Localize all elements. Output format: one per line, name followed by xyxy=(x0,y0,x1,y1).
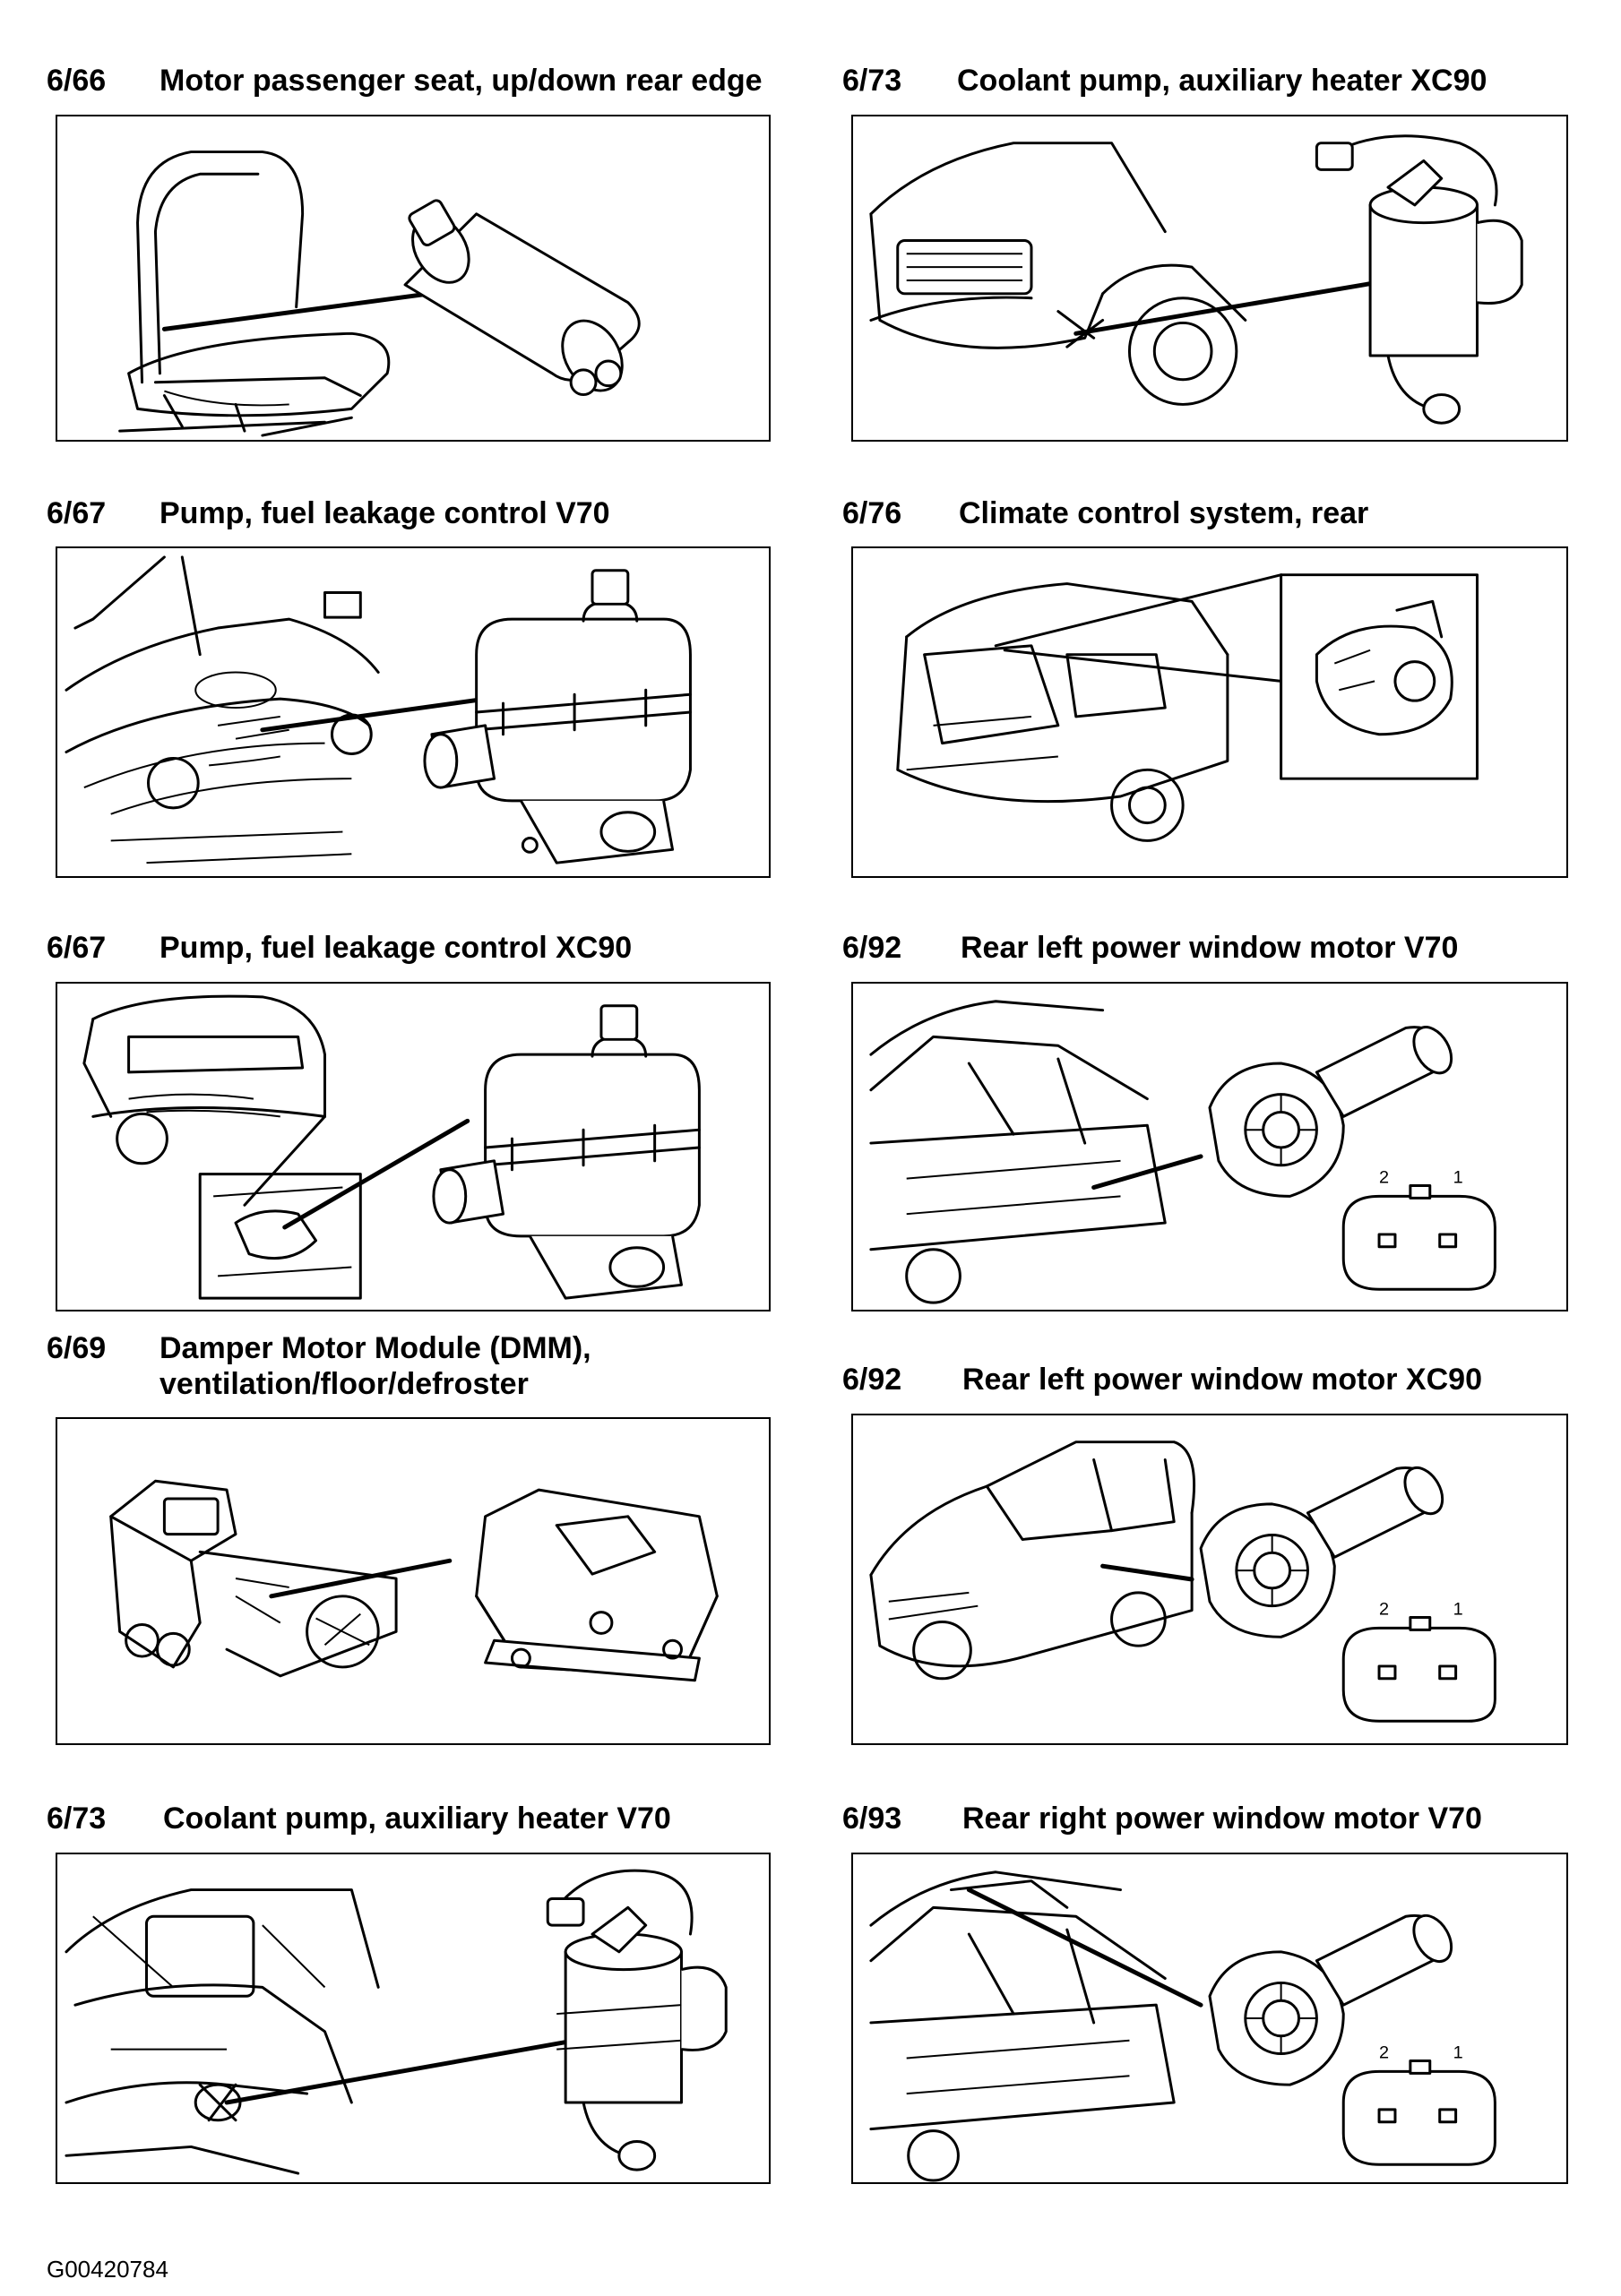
illustration-climate-control-rear xyxy=(851,546,1568,878)
section-title: Rear left power window motor XC90 xyxy=(962,1363,1482,1397)
section-title: Motor passenger seat, up/down rear edge xyxy=(160,64,763,98)
pin-label-1: 1 xyxy=(1453,1600,1463,1620)
figure-code: G00420784 xyxy=(47,2256,168,2283)
section-number: 6/93 xyxy=(842,1802,902,1836)
section-number: 6/67 xyxy=(47,931,107,965)
pin-label-2: 2 xyxy=(1379,2043,1389,2063)
section-number: 6/73 xyxy=(842,64,902,98)
section-number: 6/92 xyxy=(842,931,902,965)
pin-label-1: 1 xyxy=(1453,1168,1463,1188)
section-number: 6/66 xyxy=(47,64,107,98)
section-number: 6/73 xyxy=(47,1802,107,1836)
illustration-damper-motor-module xyxy=(56,1417,771,1745)
section-title: Rear left power window motor V70 xyxy=(961,931,1459,965)
illustration-seat-motor xyxy=(56,115,771,442)
section-title: Pump, fuel leakage control V70 xyxy=(160,496,610,530)
section-number: 6/76 xyxy=(842,496,902,530)
illustration-fuel-pump-xc90 xyxy=(56,982,771,1311)
illustration-window-motor-rl-xc90: 2 1 xyxy=(851,1414,1568,1745)
section-title: Pump, fuel leakage control XC90 xyxy=(160,931,633,965)
section-title-line-2: ventilation/floor/defroster xyxy=(160,1367,529,1401)
illustration-window-motor-rl-v70: 2 1 xyxy=(851,982,1568,1311)
section-number: 6/67 xyxy=(47,496,107,530)
section-number: 6/69 xyxy=(47,1331,107,1365)
section-number: 6/92 xyxy=(842,1363,902,1397)
section-title: Climate control system, rear xyxy=(959,496,1369,530)
illustration-coolant-pump-v70 xyxy=(56,1853,771,2184)
pin-label-2: 2 xyxy=(1379,1600,1389,1620)
pin-label-2: 2 xyxy=(1379,1168,1389,1188)
section-title: Coolant pump, auxiliary heater V70 xyxy=(163,1802,671,1836)
section-title: Rear right power window motor V70 xyxy=(962,1802,1482,1836)
illustration-window-motor-rr-v70: 2 1 xyxy=(851,1853,1568,2184)
pin-label-1: 1 xyxy=(1453,2043,1463,2063)
section-title: Damper Motor Module (DMM), xyxy=(160,1331,591,1365)
illustration-fuel-pump-v70 xyxy=(56,546,771,878)
illustration-coolant-pump-xc90 xyxy=(851,115,1568,442)
section-title: Coolant pump, auxiliary heater XC90 xyxy=(957,64,1487,98)
